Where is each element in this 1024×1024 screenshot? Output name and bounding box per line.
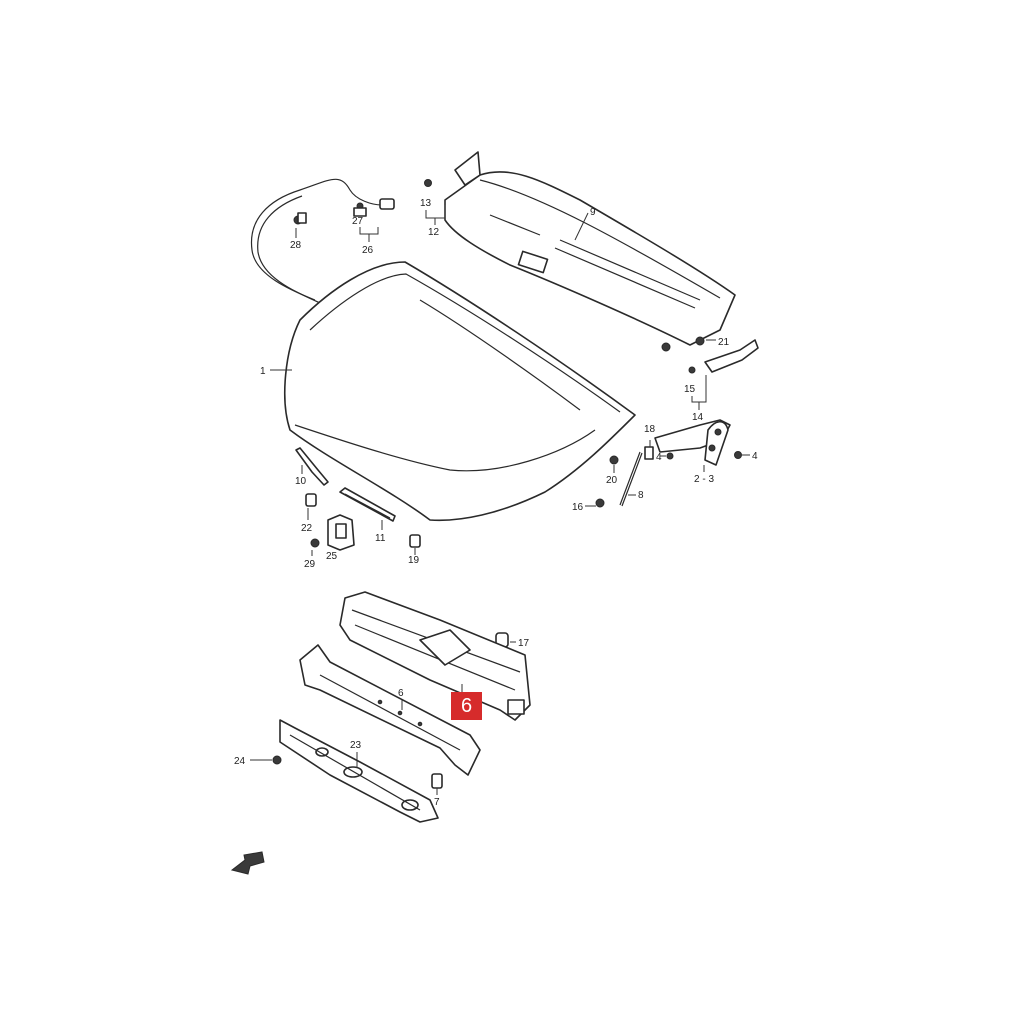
lower-member — [279, 719, 439, 823]
callout-11: 11 — [375, 533, 386, 544]
callout-13: 13 — [420, 198, 432, 209]
callout-1: 1 — [260, 366, 266, 377]
callout-24: 24 — [234, 756, 246, 767]
callout-18: 18 — [644, 424, 656, 435]
callout-14: 14 — [692, 412, 704, 423]
callout-19: 19 — [408, 555, 420, 566]
leader-lines — [250, 205, 750, 795]
callout-25: 25 — [326, 551, 338, 562]
front-direction-arrow-icon — [230, 851, 265, 875]
front-support-bar — [299, 644, 481, 776]
callout-21: 21 — [718, 337, 730, 348]
callout-29: 29 — [304, 559, 316, 570]
hood-hinge — [654, 419, 731, 466]
callout-22: 22 — [301, 523, 313, 534]
callout-26: 26 — [362, 245, 374, 256]
callout-7: 7 — [434, 797, 440, 808]
callout-2-3: 2 - 3 — [694, 474, 714, 485]
callout-12: 12 — [428, 227, 440, 238]
fasteners — [272, 179, 742, 789]
callout-4b: 4 — [752, 451, 758, 462]
hood-lock — [327, 514, 355, 551]
highlighted-part-label: 6 — [451, 692, 482, 720]
callout-10: 10 — [295, 476, 307, 487]
callout-27: 27 — [352, 216, 364, 227]
callout-8: 8 — [638, 490, 644, 501]
callout-20: 20 — [606, 475, 618, 486]
hood-panel — [284, 261, 636, 522]
upper-front-member — [339, 591, 531, 721]
callout-23: 23 — [350, 740, 362, 751]
callout-4a: 4 — [656, 452, 662, 463]
callout-9: 9 — [590, 207, 596, 218]
cable-bracket — [704, 339, 759, 373]
hood-seal-strips — [295, 447, 396, 522]
callout-15: 15 — [684, 384, 696, 395]
cowl-top-panel — [444, 151, 736, 352]
callout-17: 17 — [518, 638, 530, 649]
callout-labels: 1 28 27 26 13 12 9 21 15 14 18 4 2 - 3 4… — [234, 198, 758, 808]
callout-6: 6 — [398, 688, 404, 699]
hood-support-rod — [619, 451, 643, 507]
callout-28: 28 — [290, 240, 302, 251]
callout-16: 16 — [572, 502, 584, 513]
